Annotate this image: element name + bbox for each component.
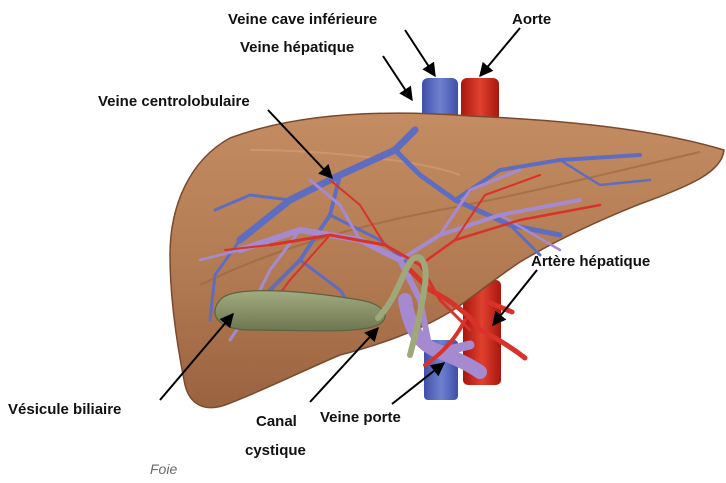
label-veine-hepatique: Veine hépatique xyxy=(240,39,354,56)
label-canal-cystique-2: cystique xyxy=(245,442,306,459)
arrow-aorte xyxy=(480,28,520,76)
label-aorte: Aorte xyxy=(512,11,551,28)
label-veine-centrolobulaire: Veine centrolobulaire xyxy=(98,93,250,110)
label-veine-cave-inferieure: Veine cave inférieure xyxy=(228,11,377,28)
label-artere-hepatique: Artère hépatique xyxy=(531,253,650,270)
arrow-veine-hepatique xyxy=(383,56,412,100)
arrow-veine-cave-inferieure xyxy=(405,30,435,76)
label-vesicule-biliaire: Vésicule biliaire xyxy=(8,401,121,418)
label-canal-cystique-1: Canal xyxy=(256,413,297,430)
caption-foie: Foie xyxy=(150,461,177,477)
label-veine-porte: Veine porte xyxy=(320,409,401,426)
